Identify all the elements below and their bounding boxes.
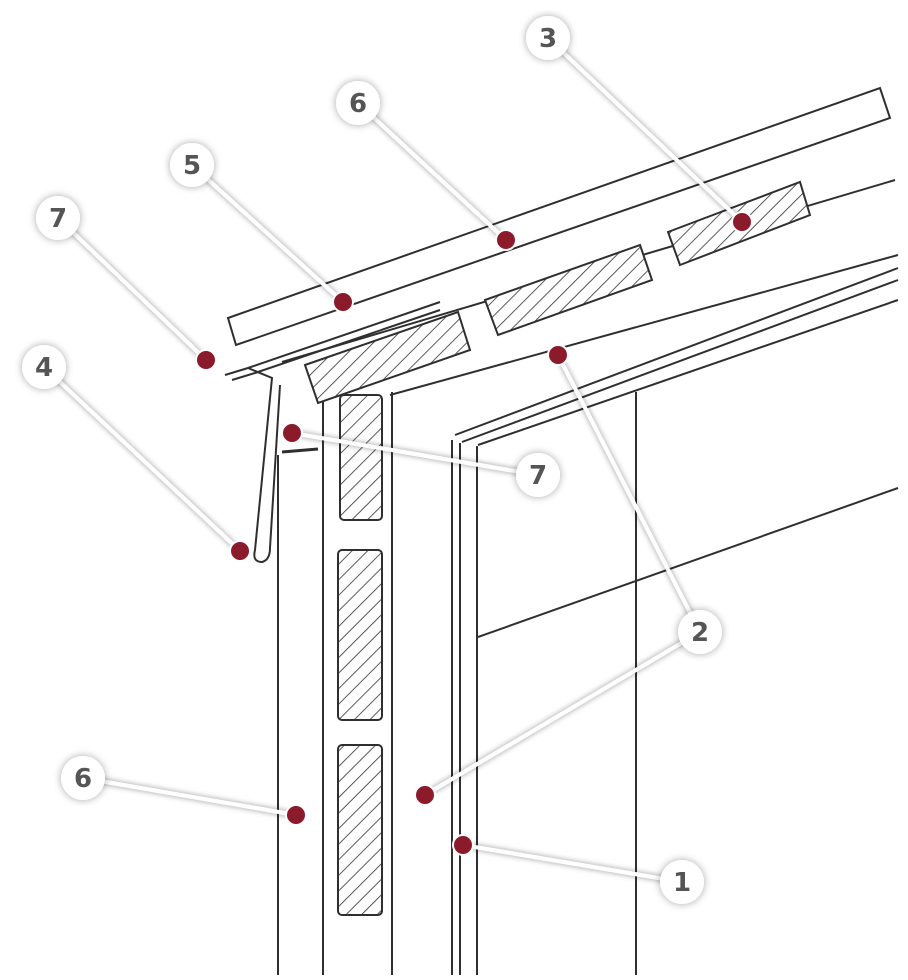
marker-7a: [195, 349, 217, 371]
markers: [195, 211, 753, 856]
batten-vertical-2: [337, 549, 383, 721]
marker-7b: [281, 422, 303, 444]
batten-horizontal-1: [303, 310, 472, 405]
marker-2-top: [547, 344, 569, 366]
marker-6b: [285, 804, 307, 826]
callout-7a-label: 7: [49, 204, 67, 234]
leader-2-bottom: [423, 630, 702, 797]
frame-line-1: [454, 267, 899, 436]
leader-4: [42, 365, 242, 553]
marker-3: [731, 211, 753, 233]
callout-6a: 6: [336, 81, 380, 125]
batten-horizontal-2: [483, 243, 654, 337]
leader-lines: [42, 36, 744, 884]
callout-4: 4: [22, 345, 66, 389]
soffit-front-edge: [389, 254, 899, 396]
callout-7b: 7: [516, 453, 560, 497]
frame-line-2: [461, 279, 899, 443]
marker-4: [229, 540, 251, 562]
callout-4-label: 4: [35, 353, 53, 383]
frame-line-3: [477, 299, 899, 446]
trim-horizontal-inner: [231, 309, 441, 381]
fascia-board: [226, 86, 892, 347]
leader-6b: [81, 776, 298, 817]
marker-2-bottom: [414, 784, 436, 806]
callout-3-label: 3: [539, 24, 557, 54]
leader-5: [190, 163, 345, 304]
callout-7a: 7: [36, 196, 80, 240]
panel-horizontal: [477, 487, 899, 638]
leader-6a: [356, 101, 508, 242]
marker-6a: [495, 229, 517, 251]
leader-7a: [56, 216, 208, 362]
callout-7b-label: 7: [529, 461, 547, 491]
marker-1: [452, 834, 474, 856]
batten-vertical-3: [337, 744, 383, 916]
callout-6b-label: 6: [74, 764, 92, 794]
callout-5-label: 5: [183, 151, 201, 181]
callout-badges: 3 6 5 7 4 7 2 6: [22, 16, 722, 904]
callout-6a-label: 6: [349, 89, 367, 119]
callout-6b: 6: [61, 756, 105, 800]
cap-line: [281, 447, 319, 454]
drawing-lines: [224, 86, 899, 975]
leader-2-top: [556, 353, 702, 634]
callout-2: 2: [678, 610, 722, 654]
marker-5: [332, 291, 354, 313]
leader-1: [461, 843, 684, 884]
callout-2-label: 2: [691, 618, 709, 648]
callout-1: 1: [660, 860, 704, 904]
batten-vertical-1: [339, 394, 383, 521]
leader-3: [546, 36, 744, 224]
callout-5: 5: [170, 143, 214, 187]
corner-hook-profile: [247, 367, 281, 564]
leader-7b: [290, 431, 540, 477]
callout-1-label: 1: [673, 868, 691, 898]
callout-3: 3: [526, 16, 570, 60]
